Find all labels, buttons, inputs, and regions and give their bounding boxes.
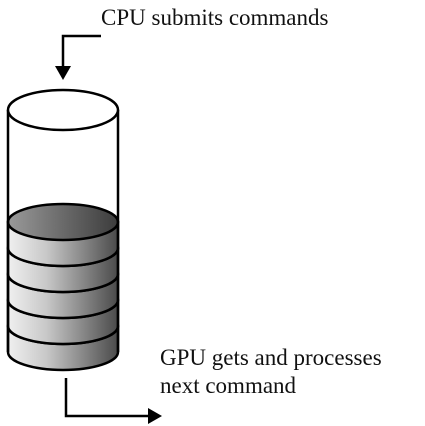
gpu-processes-command-label: GPU gets and processes next command: [160, 344, 382, 400]
gpu-label-line-1: GPU gets and processes: [160, 345, 382, 370]
top-disk-face: [6, 202, 120, 242]
queue-cylinder: [6, 88, 120, 352]
gpu-label-line-2: next command: [160, 373, 297, 398]
command-disk: [6, 202, 120, 268]
cpu-submit-arrow: [55, 34, 101, 80]
cpu-submits-commands-label: CPU submits commands: [101, 5, 329, 30]
command-disk-stack: [6, 202, 120, 372]
gpu-process-arrow: [64, 378, 162, 424]
cylinder-top-rim: [6, 88, 120, 132]
